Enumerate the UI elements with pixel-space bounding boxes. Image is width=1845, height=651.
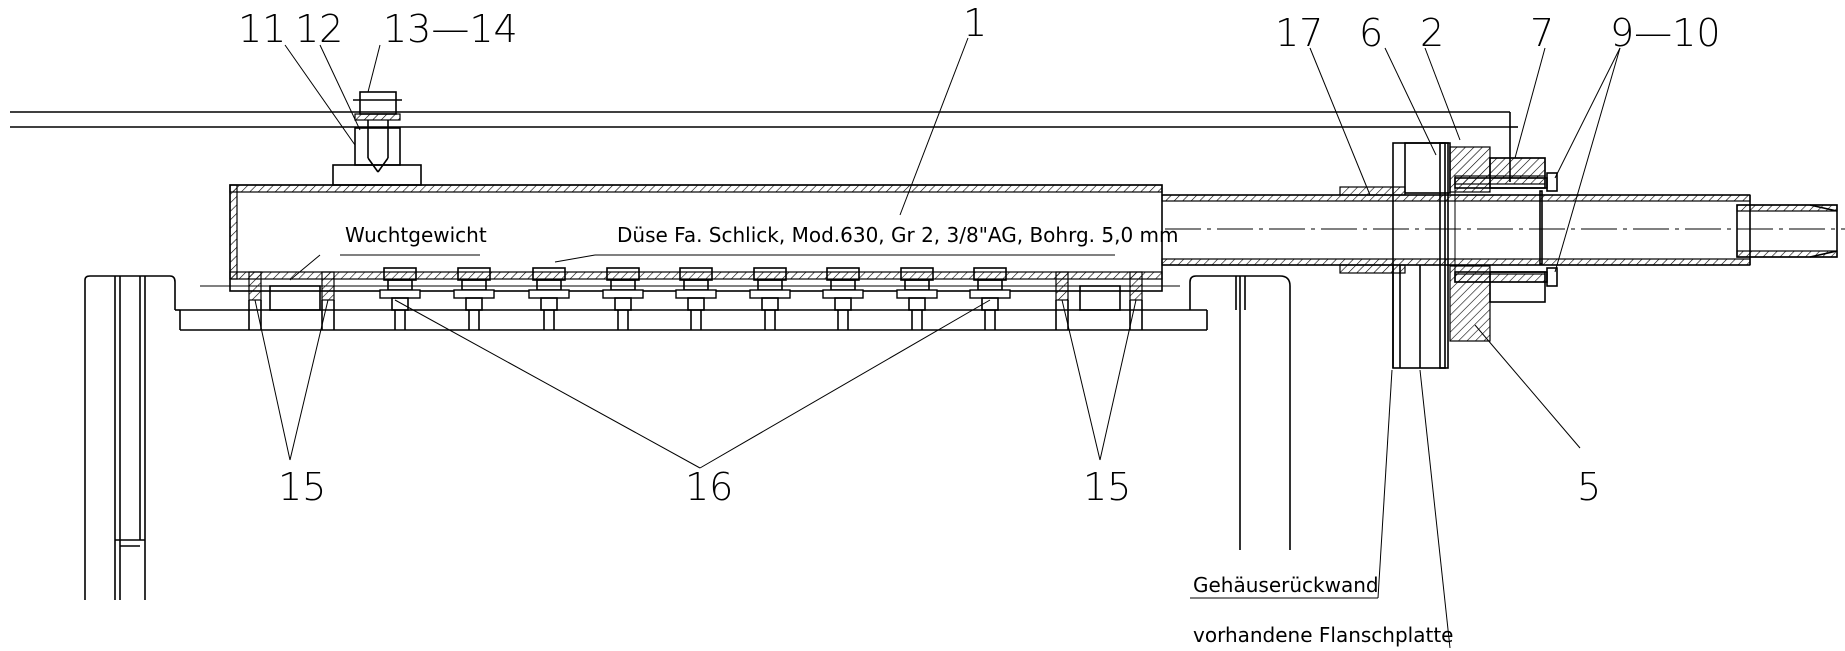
annotation-wuchtgewicht: Wuchtgewicht	[345, 223, 487, 247]
label-6: 6	[1359, 11, 1383, 55]
label-11: 11	[238, 7, 286, 51]
label-1: 1	[963, 1, 987, 45]
flange-assembly	[1339, 142, 1558, 369]
balance-screws	[248, 271, 1143, 330]
annotation-flange-plate: vorhandene Flanschplatte	[1193, 623, 1453, 647]
label-13-14: 13—14	[383, 7, 518, 51]
clamp-block	[332, 91, 422, 186]
housing-wall	[1339, 264, 1421, 368]
nozzle-block	[969, 267, 1011, 330]
nozzles	[379, 267, 1011, 330]
label-2: 2	[1420, 11, 1444, 55]
nozzle-block	[453, 267, 495, 330]
top-frame-rail	[10, 111, 1518, 182]
nozzle-block	[822, 267, 864, 330]
label-15-left: 15	[278, 465, 326, 509]
shaft-pipe	[1161, 194, 1838, 266]
label-7: 7	[1530, 11, 1554, 55]
leader-lines	[254, 37, 1621, 649]
label-5: 5	[1577, 465, 1601, 509]
balance-screw	[248, 271, 262, 330]
nozzle-block	[749, 267, 791, 330]
label-9-10: 9—10	[1610, 11, 1721, 55]
annotation-nozzle: Düse Fa. Schlick, Mod.630, Gr 2, 3/8"AG,…	[617, 223, 1179, 247]
label-16: 16	[685, 465, 733, 509]
annotation-housing-wall: Gehäuserückwand	[1193, 573, 1379, 597]
right-support-bracket	[1189, 275, 1291, 550]
nozzle-block	[896, 267, 938, 330]
label-12: 12	[295, 7, 343, 51]
nozzle-block	[602, 267, 644, 330]
nozzle-block	[528, 267, 570, 330]
label-17: 17	[1275, 11, 1323, 55]
nozzle-block	[675, 267, 717, 330]
label-15-right: 15	[1083, 465, 1131, 509]
left-support-bracket	[84, 275, 180, 600]
nozzle-block	[379, 267, 421, 330]
